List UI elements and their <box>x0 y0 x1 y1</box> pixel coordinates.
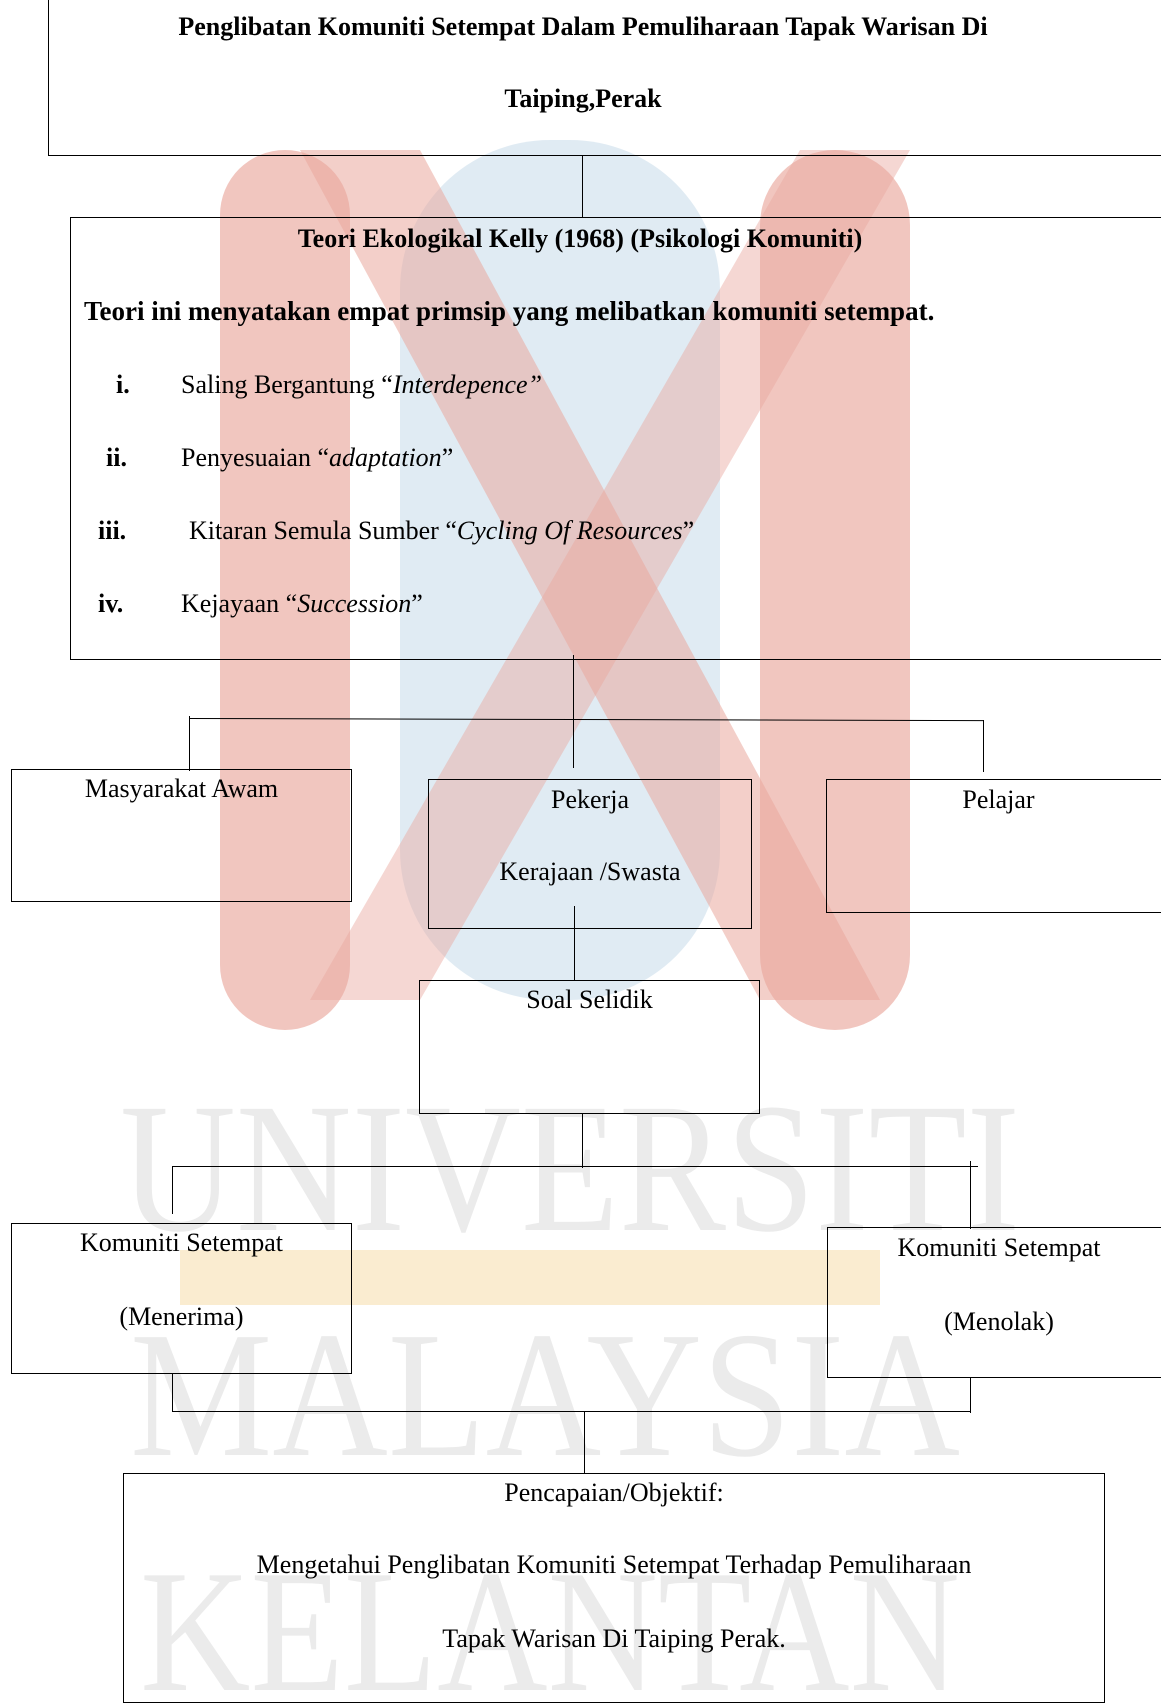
principle-4-text: Kejayaan “Succession” <box>181 589 423 618</box>
survey-box <box>419 980 760 1114</box>
outcome-left-drop <box>172 1166 173 1214</box>
watermark-bar <box>180 1250 880 1305</box>
connector-workers-survey <box>574 906 575 980</box>
principle-3-text: Kitaran Semula Sumber “Cycling Of Resour… <box>189 516 695 545</box>
watermark-text-universiti: UNIVERSITI <box>120 1066 1020 1271</box>
branch-line-groups <box>188 718 984 722</box>
branch-line-outcomes <box>172 1166 978 1167</box>
branch-right-drop <box>983 720 984 772</box>
theory-title: Teori Ekologikal Kelly (1968) (Psikologi… <box>297 224 863 253</box>
group-box-public <box>11 769 352 902</box>
group-box-workers <box>428 779 752 929</box>
join-left-rise <box>172 1374 173 1412</box>
principle-2-number: ii. <box>106 443 127 472</box>
watermark-red-diagonal <box>300 150 880 1000</box>
objective-line-1: Mengetahui Penglibatan Komuniti Setempat… <box>256 1550 972 1579</box>
principle-4-number: iv. <box>98 589 124 618</box>
title-line-2: Taiping,Perak <box>504 84 662 113</box>
connector-title-theory <box>582 156 583 218</box>
title-line-1: Penglibatan Komuniti Setempat Dalam Pemu… <box>178 12 988 41</box>
connector-theory-groups <box>573 655 574 768</box>
outcome-reject-line-2: (Menolak) <box>944 1307 1054 1336</box>
group-label-workers-2: Kerajaan /Swasta <box>499 857 681 886</box>
principle-2-text: Penyesuaian “adaptation” <box>181 443 454 472</box>
outcome-accept-line-1: Komuniti Setempat <box>80 1228 283 1257</box>
join-right-rise <box>970 1378 971 1413</box>
survey-label: Soal Selidik <box>526 985 653 1014</box>
principle-1-number: i. <box>116 370 130 399</box>
theory-box <box>70 217 1161 660</box>
group-label-public: Masyarakat Awam <box>84 774 279 803</box>
outcome-reject-line-1: Komuniti Setempat <box>897 1233 1101 1262</box>
objective-title: Pencapaian/Objektif: <box>504 1478 724 1507</box>
outcome-box-reject <box>827 1227 1161 1378</box>
join-line-objective <box>172 1411 970 1412</box>
group-label-workers-1: Pekerja <box>551 785 629 814</box>
outcome-box-accept <box>11 1223 352 1374</box>
watermark-red-diagonal-2 <box>310 150 910 1000</box>
watermark-text-malaysia: MALAYSIA <box>130 1295 960 1494</box>
watermark-red-left-pillar <box>220 150 350 1030</box>
principle-3-number: iii. <box>98 516 127 545</box>
watermark-text-kelantan: KELANTAN <box>140 1534 960 1691</box>
title-box <box>48 0 1161 156</box>
connector-survey-outcomes <box>582 1114 583 1168</box>
objective-line-2: Tapak Warisan Di Taiping Perak. <box>442 1624 786 1653</box>
principle-1-text: Saling Bergantung “Interdepence” <box>181 370 543 399</box>
theory-statement: Teori ini menyatakan empat primsip yang … <box>84 296 935 326</box>
group-label-students: Pelajar <box>962 785 1035 814</box>
outcome-right-drop <box>970 1161 971 1229</box>
connector-objective <box>584 1411 585 1474</box>
watermark-red-right-pillar <box>760 150 910 1030</box>
outcome-accept-line-2: (Menerima) <box>119 1302 244 1331</box>
branch-left-drop <box>189 716 190 771</box>
group-box-students <box>826 779 1161 913</box>
